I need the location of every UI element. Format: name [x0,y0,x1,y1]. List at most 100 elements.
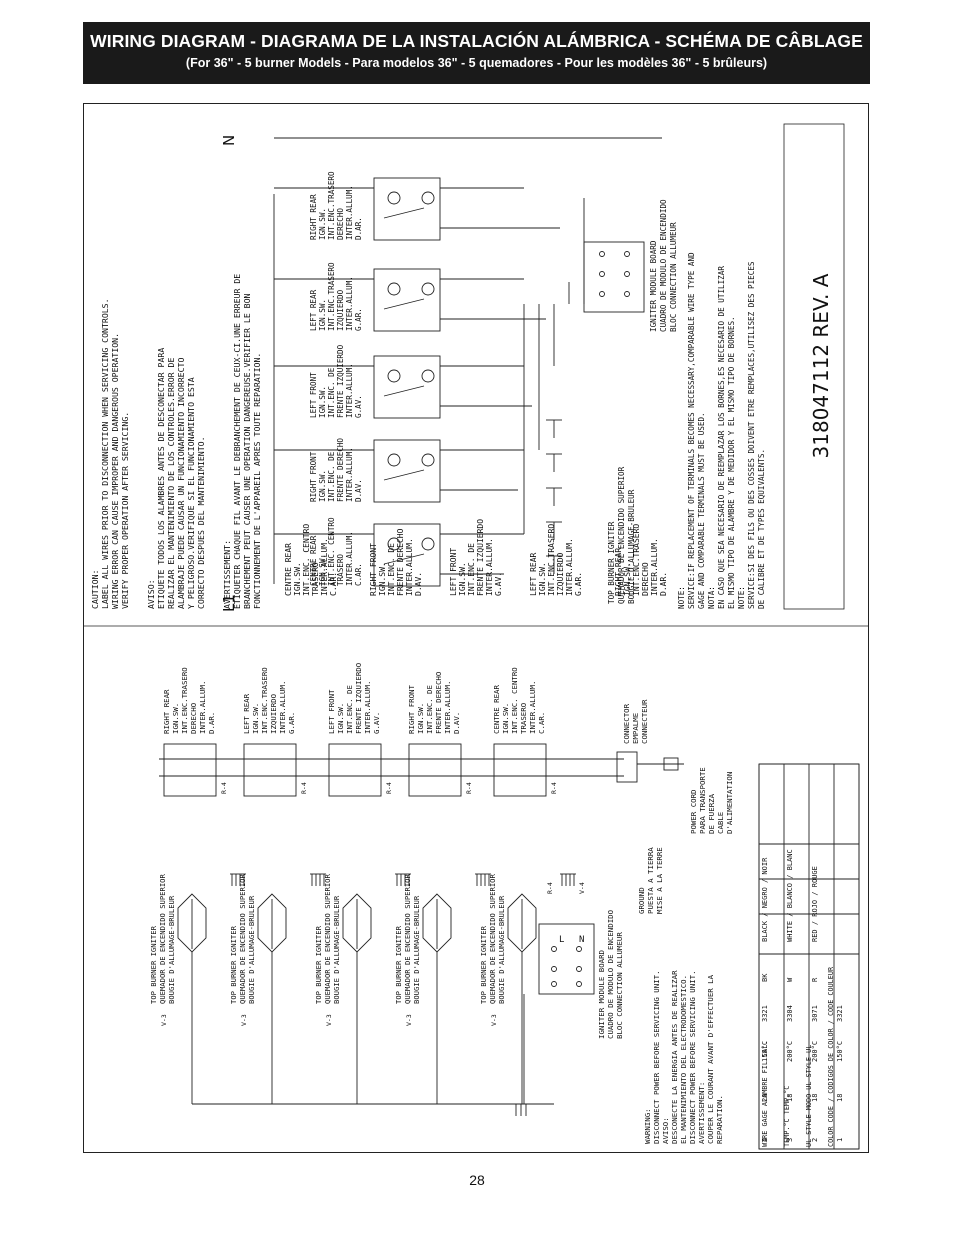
switch-label-4: INT.ENC.TRASERO [327,262,336,331]
table-cell: 150°C [761,1041,769,1062]
table-cell: W [786,977,794,982]
switch-label-4: LEFT REAR [309,289,318,331]
ground-label: MISE A LA TERRE [655,847,664,914]
notes-text: NOTE: [677,586,686,609]
schematic-switch-label: DERECHO [189,702,198,734]
module-terminal: L [559,935,564,945]
schematic-switch-label: D.AV. [452,712,461,734]
table-cell: BLACK / NEGRO / NOIR [761,857,769,942]
schematic-diagram: RIGHT REAR IGN.SW. INT.ENC.TRASERO DERECHO I… [149,662,734,1144]
schematic-switch-label: RIGHT FRONT [407,685,416,734]
switch-label-2: IGN.SW. [318,470,327,502]
power-cord-label: CABLE [716,812,725,834]
svg-text:R-4: R-4 [300,782,308,794]
igniter-label: BOUGIE D'ALLUMAGE-BRULEUR [412,895,421,1004]
svg-text:R-4: R-4 [550,782,558,794]
wiring-diagram: CAUTION:LABEL ALL WIRES PRIOR TO DISCONN… [84,123,868,1150]
notes-text: SERVICE:SI DES FILS OU DES COSSES DOIVEN… [747,261,756,609]
switch-label-2: INT.ENC. DE [327,451,336,502]
page-number: 28 [469,1172,485,1188]
page-header: WIRING DIAGRAM - DIAGRAMA DE LA INSTALAC… [83,22,870,84]
power-cord-label: POWER CORD [689,790,698,835]
igniter-label: BOUGIE D'ALLUMAGE-BRULEUR [247,895,256,1004]
table-cell: 150°C [836,1041,844,1062]
connector-label: EMPALME [631,713,640,744]
table-cell: 3321 [761,1005,769,1022]
schematic-switch-label: C.AR. [537,712,546,734]
page-title: WIRING DIAGRAM - DIAGRAMA DE LA INSTALAC… [90,31,863,51]
switch-label: FRENTE DERECHO [396,528,405,596]
warning-text: EL MANTENIMIENTO DEL ELECTRODOMESTICO. [679,975,688,1144]
caution-text: CAUTION: [90,570,100,609]
warning-text: AVERTISSEMENT: [697,1082,706,1144]
switch-label-3: IGN.SW. [318,386,327,418]
schematic-switch-label: LEFT FRONT [327,689,336,734]
power-cord-label: PARA TRANSPORTE [698,767,707,834]
avertissement-text: ETIQUETER CHAQUE FIL AVANT LE DEBRANCHEM… [232,274,242,609]
switch-label: INT.ENC.TRASERO [547,524,556,596]
notes-text: NOTA: [707,586,716,609]
table-header: TEMP.°C TEMP.°C [783,1086,791,1147]
table-cell: 1 [836,1138,844,1142]
power-cord-label: D'ALIMENTATION [725,772,734,834]
switch-label: IGN.SW. [458,562,467,596]
schematic-switch-label: FRENTE IZQUIERDO [354,662,363,734]
switch-label-1: C.AR. [354,563,363,586]
svg-text:R-4: R-4 [220,782,228,794]
igniter-label: TOP BURNER IGNITER [149,925,158,1004]
page-subtitle: (For 36" - 5 burner Models - Para modelo… [185,56,768,70]
switch-label: G.AR. [574,572,583,596]
caution-text: VERIFY PROPER OPERATION AFTER SERVICING. [120,412,130,609]
schematic-switch-label: INT.ENC. DE [345,685,354,734]
warning-text: AVISO: [661,1117,670,1144]
module-label-top: CUADRO DE MODULO DE ENCENDIDO [659,199,668,332]
switch-label-5: IGN.SW. [318,208,327,240]
diagram-frame: CAUTION:LABEL ALL WIRES PRIOR TO DISCONN… [83,103,869,1153]
table-cell: 3 [786,1138,794,1142]
warning-text: COUPER LE COURANT AVANT D'EFFECTUER LA [706,974,715,1144]
switch-label-1: INT.ENC. CENTRO [327,517,336,586]
switch-label-2: RIGHT FRONT [309,451,318,502]
schematic-switch-label: RIGHT REAR [162,689,171,734]
switch-label: INTER.ALLUM. [485,538,494,596]
svg-text:V-3: V-3 [160,1014,168,1026]
igniter-label-top: QUEMADOR DE ENCENDIDO SUPERIOR [617,466,626,604]
caution-text: WIRING ERROR CAN CAUSE IMPROPER AND DANG… [110,333,120,609]
switch-label: INT.ENC. DE [387,543,396,596]
switch-label: INT.ENC. DE [467,543,476,596]
switch-label-5: INT.ENC.TRASERO [327,171,336,240]
notes-text: GAGE AND COMPARABLE TERMINALS MUST BE US… [697,412,706,609]
table-header: WIRE GAGE ALAMBRE FIL CAL. [761,1041,769,1147]
switch-label: LEFT REAR [529,552,538,596]
schematic-switch-label: G.AR. [287,712,296,734]
table-cell: 2 [811,1138,819,1142]
schematic-switch-label: IGN.SW. [416,703,425,734]
switch-label: INTER.ALLUM. [320,538,329,596]
caution-text: LABEL ALL WIRES PRIOR TO DISCONNECTION W… [100,298,110,609]
switch-label-4: G.AR. [354,308,363,331]
switch-label: IGN.SW. [538,562,547,596]
schematic-switch-label: INT.ENC.TRASERO [260,667,269,734]
table-cell: BK [761,973,769,982]
switch-label: LEFT FRONT [449,548,458,596]
switch-label: G.AV. [494,572,503,596]
svg-text:V-3: V-3 [240,1014,248,1026]
connector-label: CONNECTOR [622,703,631,744]
table-cell: 18 [836,1094,844,1102]
table-cell: 18 [811,1094,819,1102]
table-cell: RED / ROJO / ROUGE [811,866,819,942]
schematic-switch-label: INT.ENC. DE [425,685,434,734]
module-label-bottom: CUADRO DE MODULO DE ENCENDIDO [606,909,615,1039]
switch-label: INTER.ALLUM. [650,538,659,596]
